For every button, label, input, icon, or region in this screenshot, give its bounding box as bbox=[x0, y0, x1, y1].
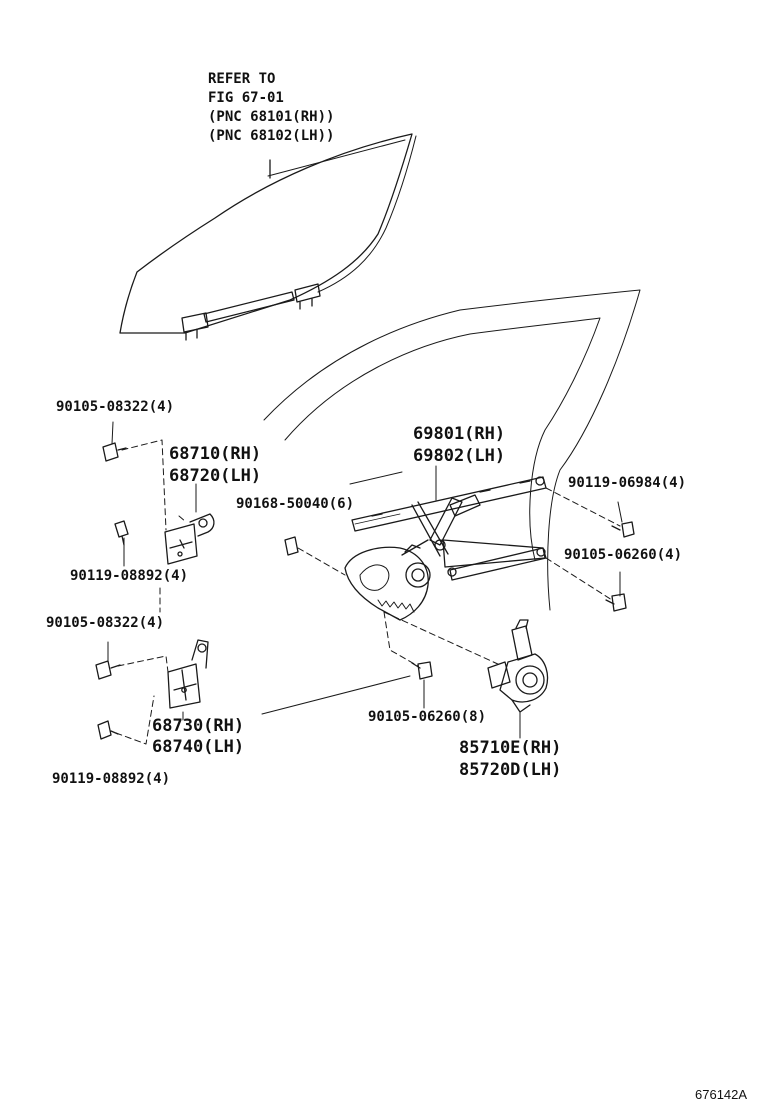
upper-hinge bbox=[164, 513, 215, 565]
regulator-motor bbox=[487, 619, 549, 713]
part-label-90105-08322-upper: 90105-08322(4) bbox=[56, 399, 175, 415]
part-label-69801: 69801(RH) bbox=[413, 424, 506, 444]
refer-note-line: FIG 67-01 bbox=[208, 90, 284, 106]
part-label-68730: 68730(RH) bbox=[152, 716, 245, 736]
part-label-90168-50040: 90168-50040(6) bbox=[236, 496, 355, 512]
window-regulator bbox=[344, 476, 547, 621]
part-label-90119-06984: 90119-06984(4) bbox=[568, 475, 687, 491]
figure-id: 676142A bbox=[695, 1087, 748, 1102]
bolts bbox=[95, 442, 635, 740]
door-glass bbox=[119, 133, 417, 341]
refer-note: REFER TO FIG 67-01 (PNC 68101(RH)) (PNC … bbox=[208, 70, 334, 146]
lower-hinge bbox=[167, 639, 209, 709]
refer-note-line: (PNC 68101(RH)) bbox=[208, 109, 335, 125]
part-label-85710e: 85710E(RH) bbox=[459, 738, 562, 758]
part-label-90105-06260-right: 90105-06260(4) bbox=[564, 547, 683, 563]
dashed-leaders bbox=[115, 439, 621, 745]
leader-lines bbox=[107, 421, 623, 739]
part-label-69802: 69802(LH) bbox=[413, 446, 506, 466]
part-label-68740: 68740(LH) bbox=[152, 737, 245, 757]
part-label-90119-08892-lower: 90119-08892(4) bbox=[52, 771, 171, 787]
part-label-68720: 68720(LH) bbox=[169, 466, 262, 486]
part-label-90105-08322-lower: 90105-08322(4) bbox=[46, 615, 165, 631]
refer-note-line: (PNC 68102(LH)) bbox=[208, 128, 335, 144]
part-label-85720d: 85720D(LH) bbox=[459, 760, 562, 780]
part-label-90105-06260-bottom: 90105-06260(8) bbox=[368, 709, 487, 725]
part-label-68710: 68710(RH) bbox=[169, 444, 262, 464]
door-frame bbox=[263, 289, 641, 611]
refer-note-line: REFER TO bbox=[208, 71, 276, 87]
part-label-90119-08892-upper: 90119-08892(4) bbox=[70, 568, 189, 584]
